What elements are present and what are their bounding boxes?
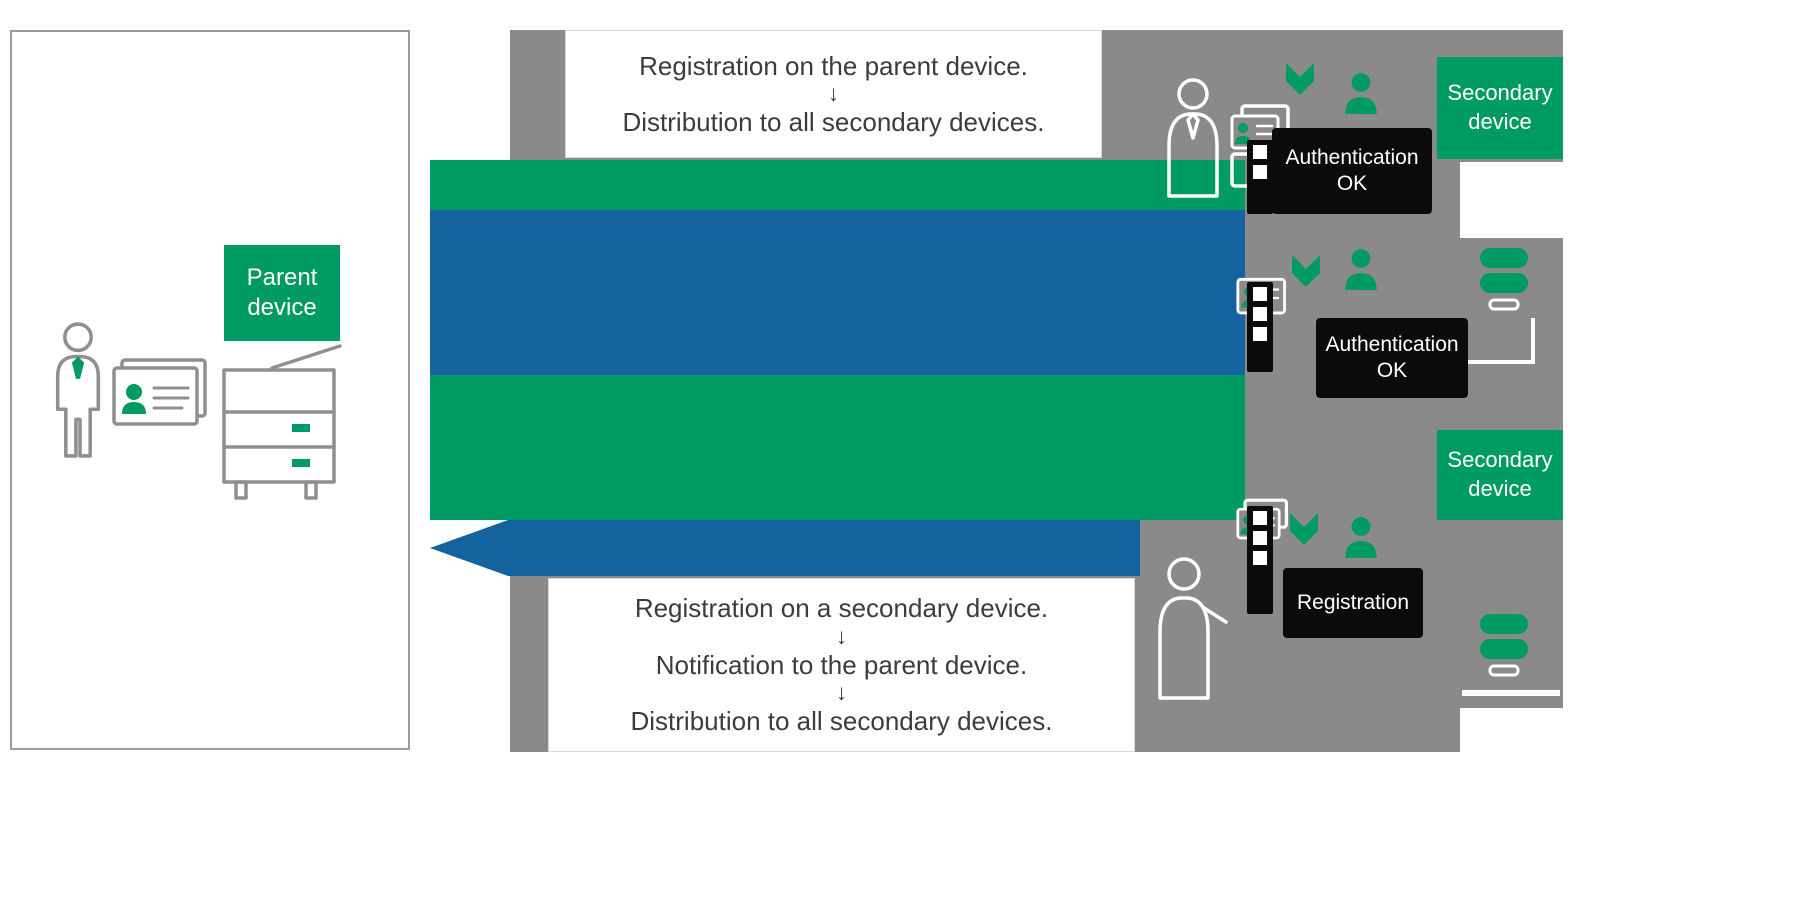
authentication-ok-badge: Authentication OK: [1316, 318, 1468, 398]
notification-arrow-to-parent: [430, 520, 1140, 576]
code-strip-icon: [1247, 282, 1273, 372]
secondary-device-panel-middle: [1460, 238, 1563, 438]
parent-device-label: Parent device: [224, 245, 340, 341]
down-arrow-icon: ↓: [836, 680, 847, 706]
secondary-registration-callout: Registration on a secondary device. ↓ No…: [548, 578, 1135, 752]
down-arrow-icon: ↓: [828, 81, 839, 106]
authentication-ok-badge: Authentication OK: [1272, 128, 1432, 214]
down-arrow-icon: ↓: [836, 623, 847, 649]
user-icon: [55, 322, 101, 458]
paper-stack-icon: [1480, 248, 1528, 311]
callout-line: Notification to the parent device.: [655, 649, 1028, 680]
secondary-device-label-top: Secondary device: [1437, 57, 1563, 159]
code-strip-icon: [1247, 506, 1273, 614]
printer-tray-icon: [1462, 690, 1560, 696]
id-card-icon: [112, 358, 207, 426]
parent-registration-callout: Registration on the parent device. ↓ Dis…: [565, 30, 1102, 158]
chevron-down-icon: [1290, 513, 1318, 545]
callout-line: Distribution to all secondary devices.: [622, 107, 1045, 137]
secondary-device-label-bottom: Secondary device: [1437, 430, 1563, 520]
callout-line: Registration on a secondary device.: [634, 593, 1049, 624]
registration-badge: Registration: [1283, 568, 1423, 638]
user-avatar-icon: [1345, 73, 1377, 114]
notification-flow-band: [430, 210, 1245, 375]
callout-line: Registration on the parent device.: [639, 50, 1028, 81]
user-avatar-icon: [1345, 249, 1377, 290]
callout-line: Distribution to all secondary devices.: [630, 706, 1053, 737]
distribution-flow-band-bottom: [430, 375, 1245, 520]
user-icon: [1158, 557, 1228, 700]
chevron-down-icon: [1286, 63, 1314, 95]
user-avatar-icon: [1345, 517, 1377, 558]
chevron-down-icon: [1292, 255, 1320, 287]
parent-device-panel: [10, 30, 410, 750]
paper-stack-icon: [1480, 614, 1528, 677]
code-strip-icon: [1247, 140, 1273, 214]
printer-icon: [222, 344, 342, 500]
distribution-flow-band-top: [430, 160, 1245, 210]
user-icon: [1167, 78, 1219, 198]
